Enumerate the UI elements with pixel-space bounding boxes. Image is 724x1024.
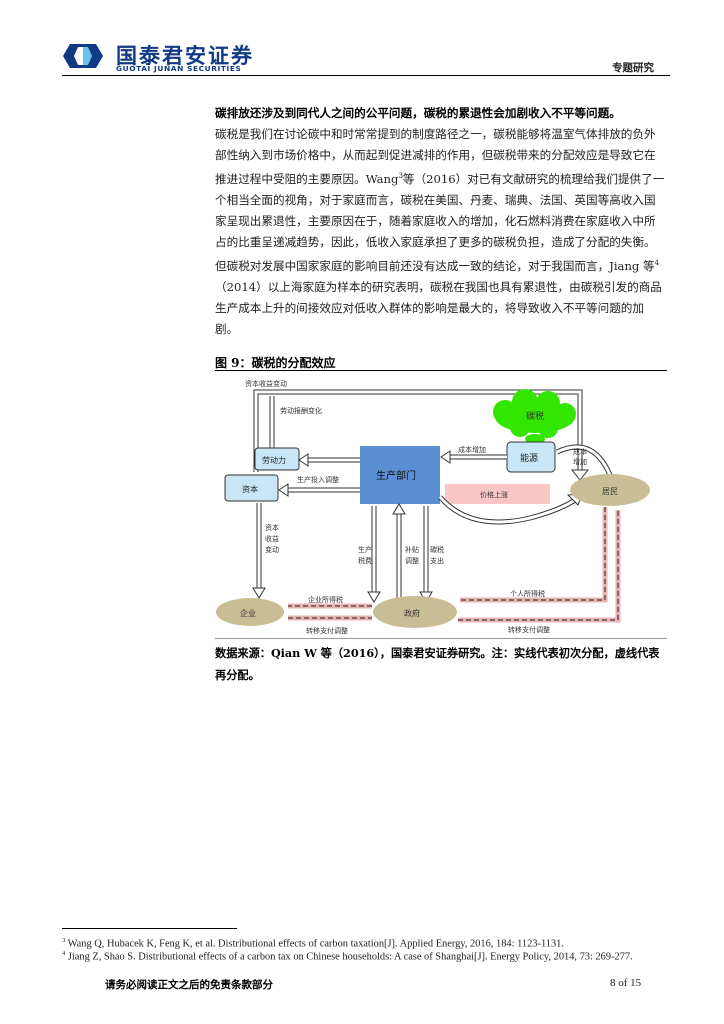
label-production-tax-1: 生产 [358, 545, 372, 554]
footnote-ref-4[interactable]: 4 [654, 258, 660, 267]
figure-bottom-rule [215, 638, 667, 639]
node-enterprise: 企业 [240, 608, 256, 618]
label-cost-increase-right-2: 增加 [573, 457, 587, 466]
label-subsidy-adjust-2: 调整 [405, 556, 419, 565]
label-transfer-adjust-left: 转移支付调整 [306, 626, 348, 635]
label-production-tax-2: 税费 [358, 556, 372, 565]
label-input-adjust: 生产投入调整 [297, 475, 339, 484]
label-cost-increase-right-1: 成本 [573, 447, 587, 456]
company-name-en: GUOTAI JUNAN SECURITIES [116, 64, 242, 73]
paragraph-text-1: 碳税是我们在讨论碳中和时常常提到的制度路径之一，碳税能够将温室气体排放的负外部性… [215, 127, 656, 186]
label-capital-return-1: 资本 [265, 523, 279, 532]
label-cost-increase-left: 成本增加 [458, 445, 486, 454]
page-number: 8 of 15 [610, 977, 642, 989]
footnote-ref-3[interactable]: 3 [398, 172, 403, 180]
footnote-text: Wang Q, Hubacek K, Feng K, et al. Distri… [67, 938, 564, 950]
footnote-text: Jiang Z, Shao S. Distributional effects … [67, 951, 633, 963]
node-labor: 劳动力 [262, 455, 286, 465]
paragraph-text-3: （2014）以上海家庭为样本的研究表明，碳税在我国也具有累退性，由碳税引发的商品… [215, 279, 662, 336]
label-subsidy-adjust-1: 补贴 [405, 545, 419, 554]
footnote-mark: 4 [62, 950, 66, 957]
paragraph-text-2: 等（2016）对已有文献研究的梳理给我们提供了一个相当全面的视角，对于家庭而言，… [215, 171, 665, 273]
label-transfer-adjust-right: 转移支付调整 [508, 625, 550, 634]
footnote-4: 4 Jiang Z, Shao S. Distributional effect… [62, 947, 662, 963]
label-capital-return-top: 资本收益变动 [245, 379, 287, 388]
carbon-tax-distribution-diagram: 资本收益变动 劳动报酬变化 碳税 能源 生产部门 成本增加 成本 增加 劳动力 … [216, 379, 650, 635]
node-production: 生产部门 [376, 469, 416, 482]
label-capital-return-2: 收益 [265, 534, 279, 543]
carbon-tax-cloud-icon [493, 389, 576, 444]
figure-title: 图 9：碳税的分配效应 [215, 356, 336, 370]
label-carbon-spend-1: 碳税 [430, 545, 444, 554]
report-type: 专题研究 [612, 62, 654, 74]
node-carbon-tax: 碳税 [526, 410, 544, 422]
company-logo-icon [63, 44, 103, 68]
company-name-cn: 国泰君安证券 [116, 44, 254, 68]
footnote-3: 3 Wang Q, Hubacek K, Feng K, et al. Dist… [62, 934, 662, 950]
label-capital-return-3: 变动 [265, 545, 279, 554]
label-personal-income-tax: 个人所得税 [510, 589, 545, 598]
footnote-divider [62, 928, 237, 929]
section-heading: 碳排放还涉及到同代人之间的公平问题，碳税的累退性会加剧收入不平等问题。 [215, 106, 621, 120]
label-carbon-spend-2: 支出 [430, 556, 444, 565]
figure-top-rule [215, 370, 667, 371]
node-energy: 能源 [520, 452, 538, 464]
node-residents: 居民 [602, 487, 618, 496]
label-corporate-income-tax: 企业所得税 [308, 595, 343, 604]
node-government: 政府 [404, 608, 420, 618]
disclaimer-notice: 请务必阅读正文之后的免责条款部分 [105, 979, 273, 991]
figure-source-note: 数据来源：Qian W 等（2016），国泰君安证券研究。注：实线代表初次分配，… [215, 646, 660, 682]
node-capital: 资本 [242, 484, 258, 494]
header-divider [62, 75, 670, 76]
label-labor-pay-change: 劳动报酬变化 [280, 406, 322, 415]
body-paragraph: 碳排放还涉及到同代人之间的公平问题，碳税的累退性会加剧收入不平等问题。 碳税是我… [215, 103, 667, 340]
node-price-rise: 价格上涨 [480, 490, 508, 499]
footnote-mark: 3 [62, 937, 66, 944]
